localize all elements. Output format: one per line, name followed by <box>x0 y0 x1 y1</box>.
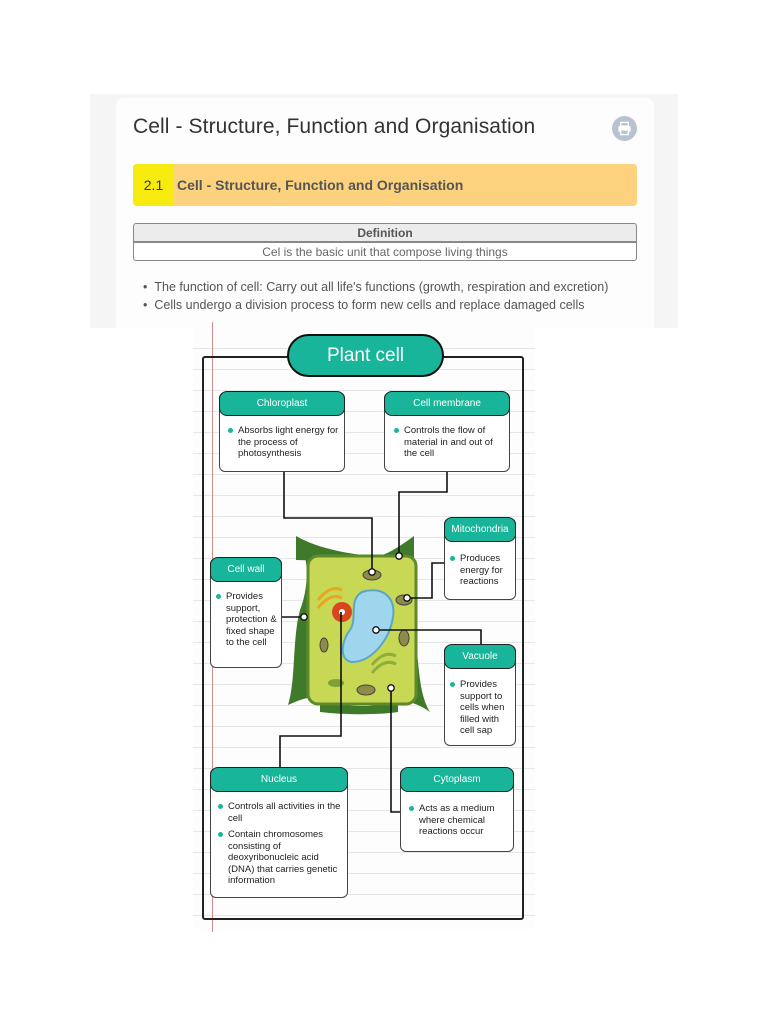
section-number: 2.1 <box>133 164 174 206</box>
bullet-list: The function of cell: Carry out all life… <box>143 278 608 314</box>
print-button[interactable] <box>612 116 637 141</box>
list-item: Acts as a medium where chemical reaction… <box>409 803 511 838</box>
vacuole-points: Provides support to cells when filled wi… <box>450 679 514 742</box>
cell-membrane-label: Cell membrane <box>384 391 510 416</box>
cell-wall-label: Cell wall <box>210 557 282 582</box>
list-item: Absorbs light energy for the process of … <box>228 425 340 460</box>
nucleus-points: Controls all activities in the cell Cont… <box>218 801 344 892</box>
cell-membrane-points: Controls the flow of material in and out… <box>394 425 506 465</box>
cytoplasm-points: Acts as a medium where chemical reaction… <box>409 803 511 843</box>
nucleus-label: Nucleus <box>210 767 348 792</box>
definition-text: Cel is the basic unit that compose livin… <box>133 242 637 261</box>
list-item: Controls all activities in the cell <box>218 801 344 824</box>
list-item: Provides support to cells when filled wi… <box>450 679 514 737</box>
mitochondria-points: Produces energy for reactions <box>450 553 514 593</box>
cytoplasm-label: Cytoplasm <box>400 767 514 792</box>
list-item: Produces energy for reactions <box>450 553 514 588</box>
list-item: Provides support, protection & fixed sha… <box>216 591 280 649</box>
definition-heading: Definition <box>133 223 637 242</box>
section-bar <box>133 164 637 206</box>
bullet-item: Cells undergo a division process to form… <box>143 296 608 314</box>
cell-wall-points: Provides support, protection & fixed sha… <box>216 591 280 654</box>
chloroplast-points: Absorbs light energy for the process of … <box>228 425 340 465</box>
mitochondria-label: Mitochondria <box>444 517 516 542</box>
vacuole-label: Vacuole <box>444 644 516 669</box>
bullet-item: The function of cell: Carry out all life… <box>143 278 608 296</box>
list-item: Controls the flow of material in and out… <box>394 425 506 460</box>
page-title: Cell - Structure, Function and Organisat… <box>133 115 536 138</box>
list-item: Contain chromosomes consisting of deoxyr… <box>218 829 344 887</box>
section-title: Cell - Structure, Function and Organisat… <box>177 177 464 193</box>
chloroplast-label: Chloroplast <box>219 391 345 416</box>
printer-icon <box>618 121 631 136</box>
diagram-title: Plant cell <box>287 334 444 377</box>
